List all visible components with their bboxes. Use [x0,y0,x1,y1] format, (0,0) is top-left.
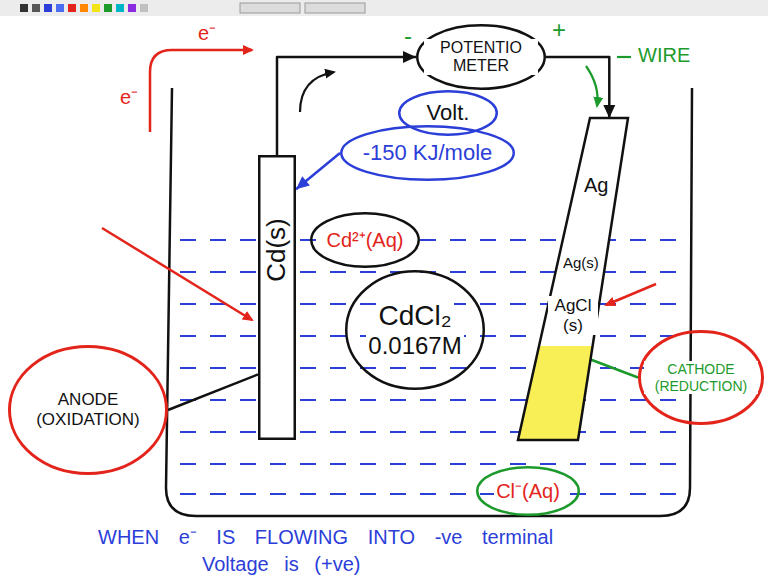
wire-label: WIRE [636,44,692,67]
solution-level [180,240,682,494]
text-stack: CdCl₂0.0167M [345,270,485,390]
beaker-outline [166,88,692,516]
energy-arrow [296,153,340,189]
node-text: -150 KJ/mole [361,140,495,165]
text-stack: -150 KJ/mole [340,125,515,181]
electron-label: e⁻ [196,22,218,45]
electron-flow-arrow [150,50,252,132]
toolbar-strip [0,0,768,16]
electrode-label: AgCl (s) [548,296,598,335]
node-text: Cl⁻(Aq) [494,480,562,503]
electrode-label: Cd(s) [262,216,292,284]
text-stack: Cl⁻(Aq) [476,466,580,516]
node-text: CATHODE (REDUCTION) [644,361,758,393]
text-stack: CATHODE (REDUCTION) [638,330,764,425]
electrode-label: Ag(s) [561,254,601,271]
text-stack: ANODE (OXIDATION) [8,345,168,475]
leader-line [591,360,638,378]
cathode-circle: CATHODE (REDUCTION) [638,330,764,425]
note-text: Voltage is (+ve) [200,553,362,576]
node-text: ANODE (OXIDATION) [19,390,158,429]
silver-electrode: AgAg(s) AgCl (s) [518,118,628,440]
electron-label: e⁻ [118,86,140,109]
ion-circle: Cd²⁺(Aq) [310,212,420,268]
solution-circle: CdCl₂0.0167M [345,270,485,390]
wire-connector [546,57,615,118]
node-text: POTENTIO METER [424,39,538,76]
potentiometer-circle: POTENTIO METER [416,24,546,90]
terminal-sign: - [402,22,414,50]
volt-ellipse: Volt. [398,90,498,136]
anode-circle: ANODE (OXIDATION) [8,345,168,475]
note-text: WHEN e⁻ IS FLOWING INTO -ve terminal [96,526,555,549]
energy-ellipse: -150 KJ/mole [340,125,515,181]
silver-electrode-outline [518,118,628,440]
cadmium-electrode-outline [258,155,296,440]
chloride-circle: Cl⁻(Aq) [476,466,580,516]
electrode-label: Ag [582,174,610,197]
pointer-arrow [606,284,656,305]
wire-arrow [586,66,598,106]
wire-leader [617,56,631,58]
text-stack: Volt. [398,90,498,136]
pointer-arrow [102,228,252,320]
terminal-sign: + [550,16,568,44]
current-arrow [300,72,334,112]
node-text: 0.0167M [366,332,463,360]
node-text: Volt. [425,100,472,125]
cadmium-electrode: Cd(s) [258,155,296,440]
text-stack: POTENTIO METER [416,24,546,90]
node-text: CdCl₂ [376,300,453,332]
leader-line [168,374,258,410]
node-text: Cd²⁺(Aq) [324,229,405,252]
text-stack: Cd²⁺(Aq) [310,212,420,268]
